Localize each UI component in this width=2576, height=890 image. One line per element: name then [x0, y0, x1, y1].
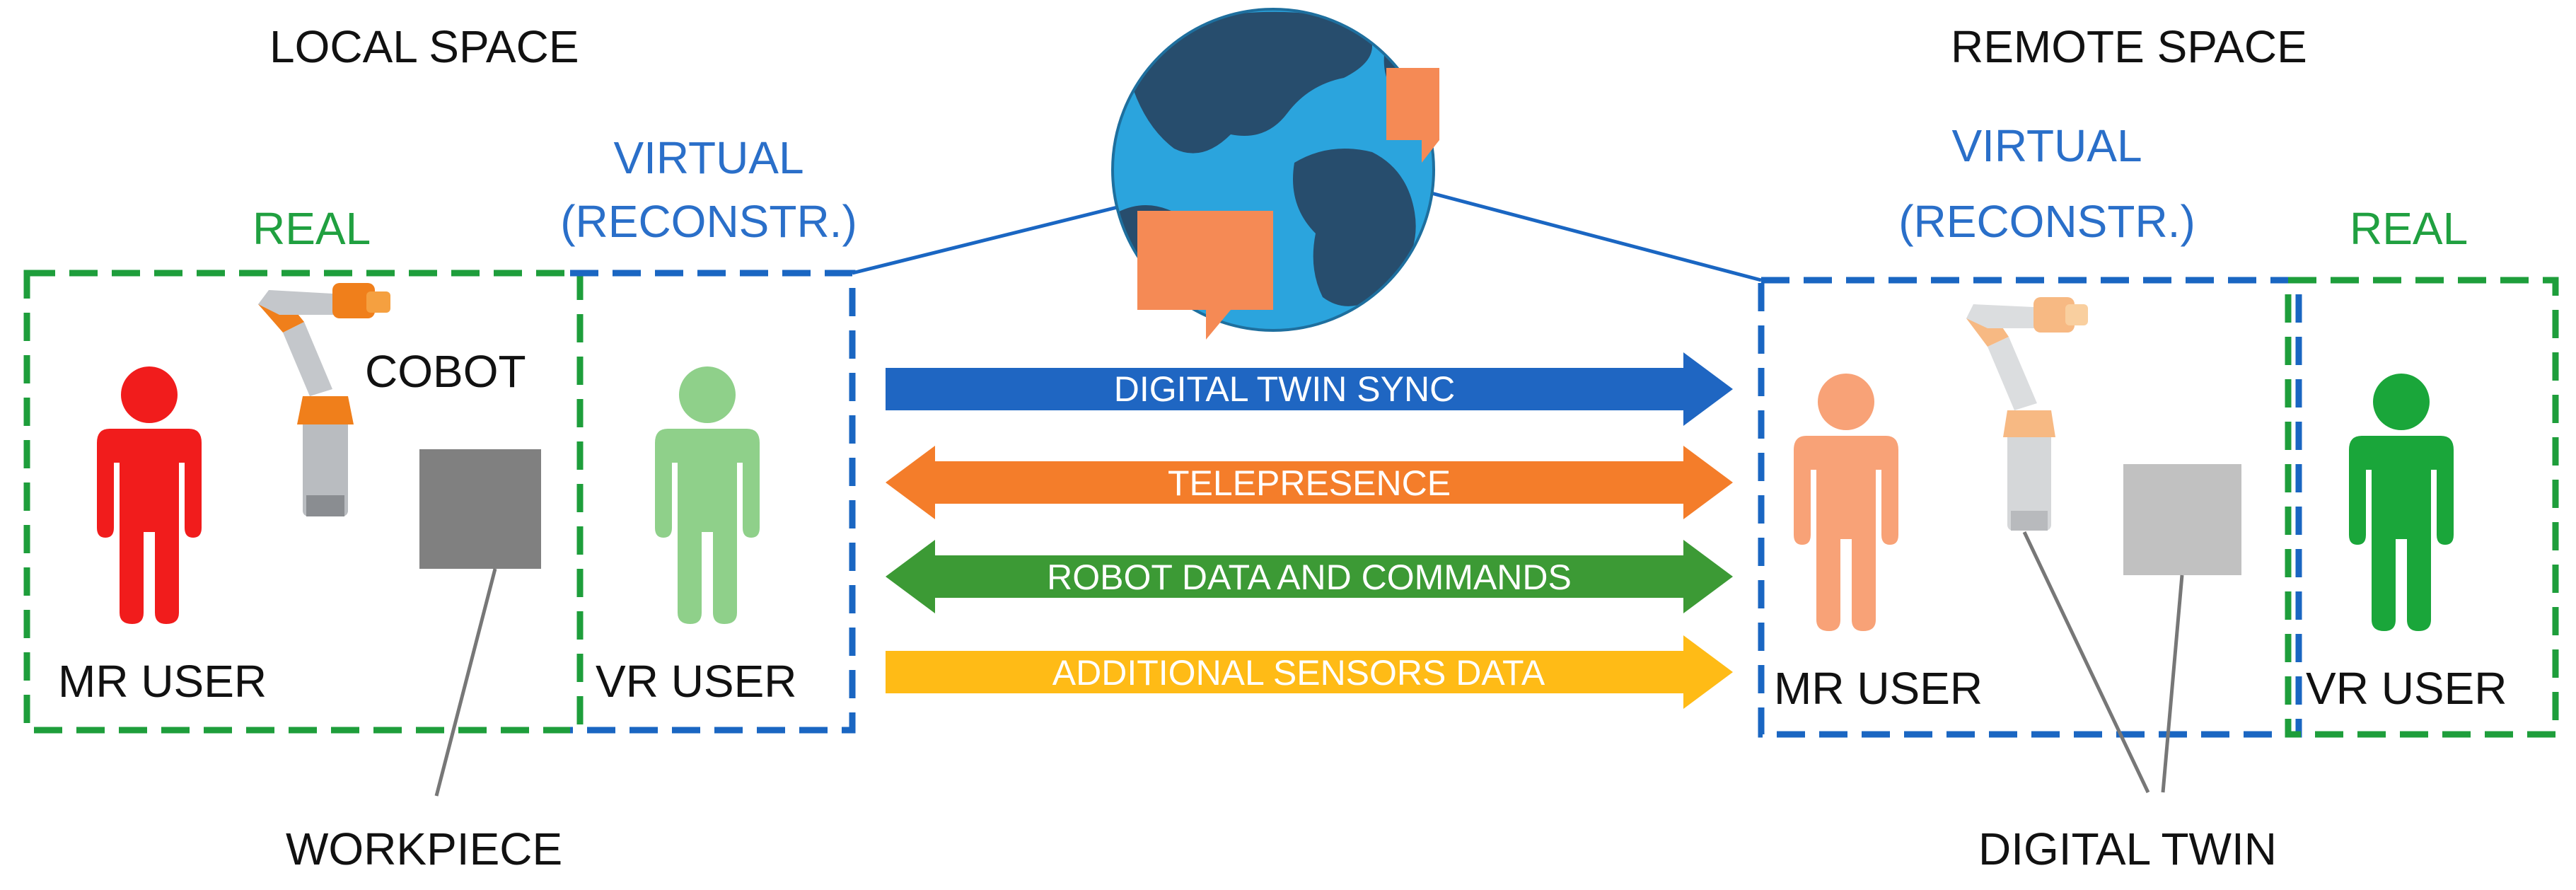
local-space-label: LOCAL SPACE: [269, 21, 579, 72]
local-workpiece: [419, 449, 541, 569]
arrow-label-robot-data-and-commands: ROBOT DATA AND COMMANDS: [1047, 557, 1572, 597]
digital-twin-pointer-cobot: [2022, 531, 2150, 794]
arrow-label-additional-sensors-data: ADDITIONAL SENSORS DATA: [1052, 653, 1545, 693]
digital-twin-cobot-icon: [1966, 297, 2088, 531]
arrow-label-telepresence: TELEPRESENCE: [1168, 463, 1451, 503]
arrow-additional-sensors-data: ADDITIONAL SENSORS DATA: [886, 635, 1733, 709]
remote-real-box: [2285, 277, 2559, 738]
workpiece-pointer: [434, 568, 497, 797]
local-mr-user-icon: [97, 366, 202, 624]
remote-virtual-box: [1758, 277, 2302, 738]
remote-virtual-label: VIRTUAL: [1951, 120, 2142, 171]
local-link-line: [852, 195, 1161, 275]
cobot-label: COBOT: [365, 346, 526, 397]
digital-twin-pointer-workpiece: [2161, 574, 2184, 793]
arrow-digital-twin-sync: DIGITAL TWIN SYNC: [886, 352, 1733, 426]
local-virtual-reconstr-label: (RECONSTR.): [560, 196, 857, 247]
local-virtual-box: [570, 270, 856, 734]
remote-real-label: REAL: [2350, 203, 2468, 254]
arrow-robot-data-and-commands: ROBOT DATA AND COMMANDS: [886, 540, 1733, 613]
local-vr-user-icon: [655, 366, 760, 624]
local-mr-user-label: MR USER: [58, 656, 267, 707]
remote-vr-user-label: VR USER: [2306, 663, 2507, 714]
arrow-label-digital-twin-sync: DIGITAL TWIN SYNC: [1114, 369, 1455, 409]
arrow-telepresence: TELEPRESENCE: [886, 446, 1733, 519]
remote-virtual-reconstr-label: (RECONSTR.): [1898, 196, 2195, 247]
remote-mr-user-label: MR USER: [1774, 663, 1983, 714]
local-real-box: [23, 270, 584, 734]
digital-twin-label: DIGITAL TWIN: [1978, 823, 2277, 874]
remote-mr-user-icon: [1794, 374, 1898, 631]
workpiece-label: WORKPIECE: [286, 823, 562, 874]
chat-bubbles-icon: [1137, 68, 1439, 340]
remote-workpiece: [2123, 464, 2241, 575]
local-real-label: REAL: [253, 203, 371, 254]
local-virtual-label: VIRTUAL: [613, 132, 803, 183]
local-vr-user-label: VR USER: [596, 656, 797, 707]
cobot-icon: [258, 283, 390, 516]
remote-vr-user-icon: [2349, 374, 2454, 631]
remote-space-label: REMOTE SPACE: [1951, 21, 2307, 72]
remote-link-line: [1428, 190, 1762, 282]
